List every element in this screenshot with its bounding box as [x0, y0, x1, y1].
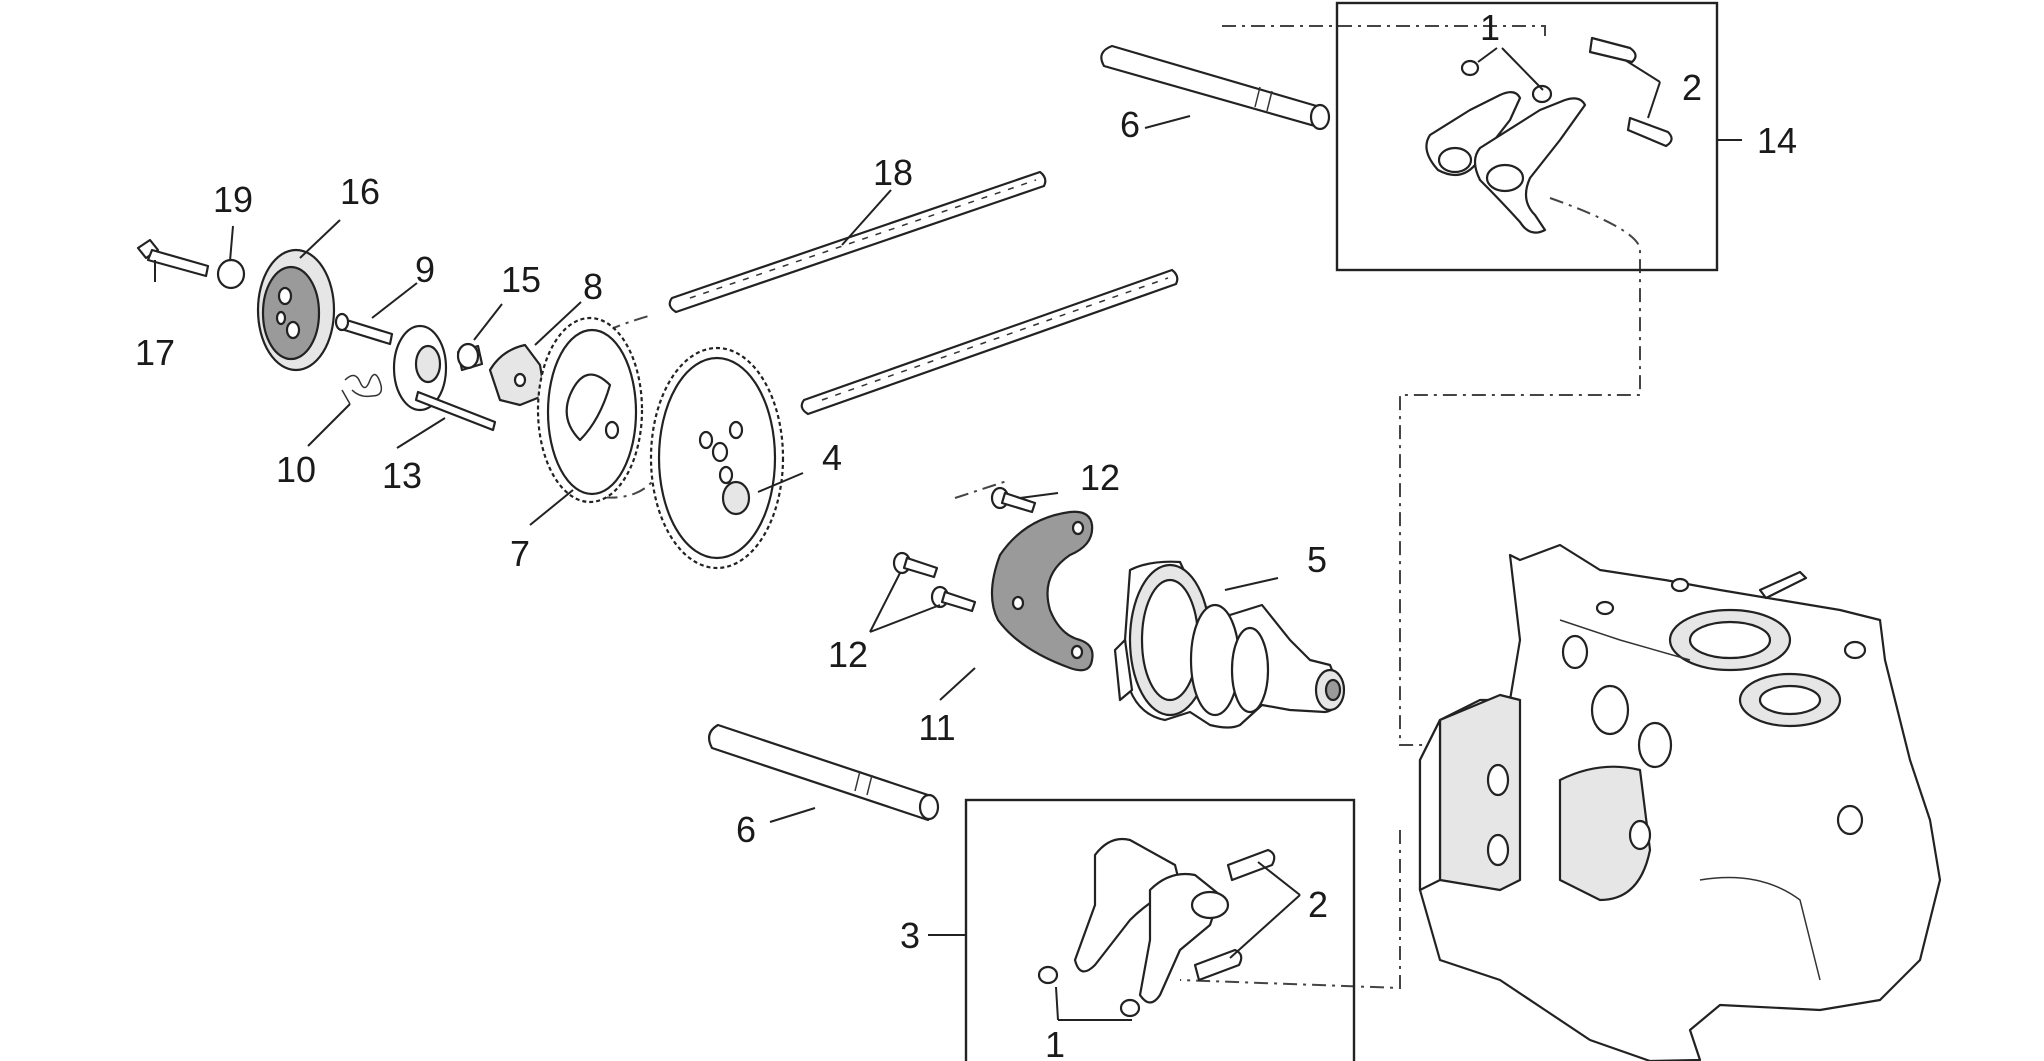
bolt-17	[136, 238, 210, 278]
callout-7: 7	[510, 533, 530, 574]
sprocket-7	[536, 316, 644, 504]
leader-lines	[154, 47, 1742, 1021]
callout-4: 4	[822, 437, 842, 478]
callout-16: 16	[340, 171, 380, 212]
bolt-9	[334, 312, 394, 346]
callout-14: 14	[1757, 120, 1797, 161]
callout-19: 19	[213, 179, 253, 220]
rocker-assembly-box-bottom	[964, 798, 1356, 1061]
bushing-15	[456, 342, 484, 372]
flyweight-8	[488, 343, 547, 407]
timing-chain-upper	[668, 170, 1047, 314]
callout-17: 17	[135, 332, 175, 373]
callout-6-top: 6	[1120, 104, 1140, 145]
cylinder-head	[1418, 543, 1942, 1061]
rocker-shaft-top	[1100, 44, 1331, 131]
callout-3: 3	[900, 915, 920, 956]
callout-15: 15	[501, 259, 541, 300]
callout-18: 18	[873, 152, 913, 193]
retaining-plate-11	[990, 510, 1094, 672]
callout-5: 5	[1307, 539, 1327, 580]
pulley-16	[256, 248, 336, 372]
callout-12-left: 12	[828, 634, 868, 675]
rocker-shaft-bottom	[707, 723, 940, 822]
screw-12-top	[990, 486, 1037, 514]
timing-chain-lower	[800, 268, 1179, 416]
callout-1-top: 1	[1480, 7, 1500, 48]
callout-6-bottom: 6	[736, 809, 756, 850]
callout-2-top: 2	[1682, 67, 1702, 108]
callout-2-bottom: 2	[1308, 884, 1328, 925]
callout-13: 13	[382, 455, 422, 496]
screw-12-lower-left	[930, 585, 977, 613]
sprocket-4	[649, 346, 785, 570]
callout-9: 9	[415, 249, 435, 290]
callout-10: 10	[276, 449, 316, 490]
screw-12-upper-left	[892, 551, 939, 579]
camshaft-5	[1113, 560, 1346, 729]
callout-11: 11	[918, 707, 955, 748]
callout-8: 8	[583, 266, 603, 307]
callout-1-bottom: 1	[1045, 1024, 1065, 1061]
rocker-assembly-box-top	[1335, 1, 1719, 272]
decompressor-disc	[392, 324, 497, 432]
spring-10	[341, 373, 383, 405]
washer-19	[216, 258, 246, 290]
callout-12-top: 12	[1080, 457, 1120, 498]
callout-numbers: 1 2 14 6 18 19 16 9 15 8 17 10 13 7 4 12…	[135, 7, 1797, 1061]
